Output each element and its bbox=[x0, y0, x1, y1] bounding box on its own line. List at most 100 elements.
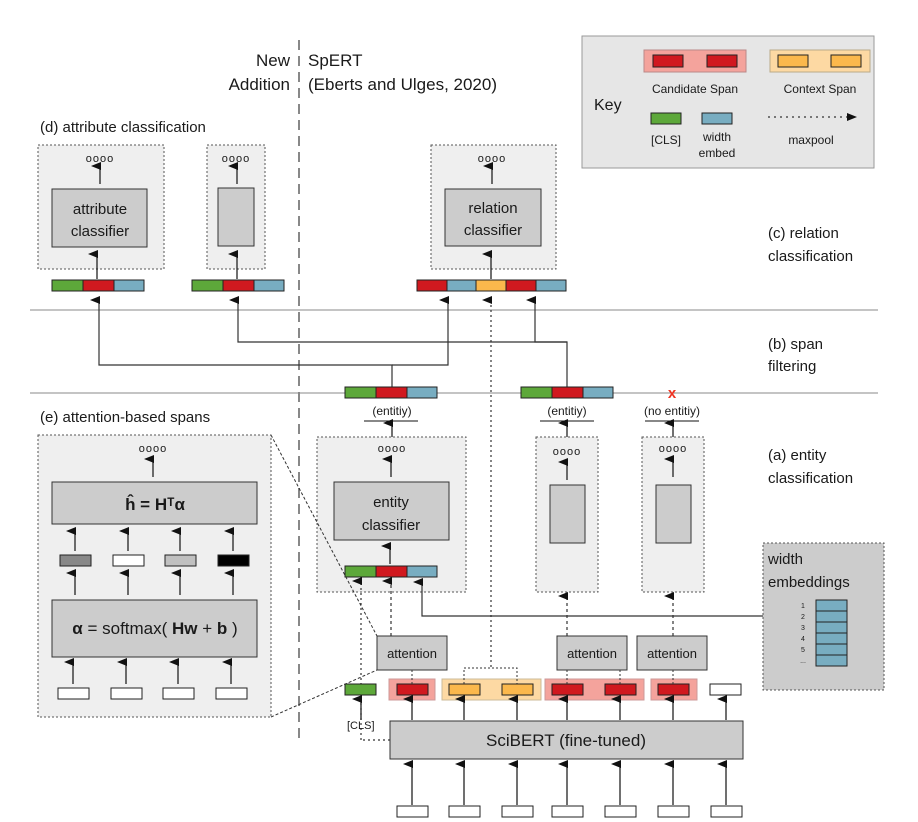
width-embedding-index: 4 bbox=[801, 636, 805, 643]
output-dots: oooo bbox=[659, 443, 687, 455]
entity-label-3: (no entitiy) bbox=[644, 404, 700, 418]
key-cls-label: [CLS] bbox=[651, 133, 681, 147]
key-width-swatch bbox=[701, 112, 733, 125]
candidate-token bbox=[396, 683, 429, 696]
input-token bbox=[162, 687, 195, 700]
section-b-label-1: (b) span bbox=[768, 336, 823, 353]
section-d-label: (d) attribute classification bbox=[40, 119, 206, 136]
cls-token bbox=[344, 683, 377, 696]
weight-token bbox=[112, 554, 145, 567]
candidate-token bbox=[604, 683, 637, 696]
key-maxpool-label: maxpool bbox=[788, 133, 833, 147]
sciBERT-arrows bbox=[352, 695, 727, 805]
width-embedding-index: 1 bbox=[801, 603, 805, 610]
formula-close: ) bbox=[227, 619, 237, 638]
key-legend: Key Candidate Span Context Span [CLS] wi… bbox=[581, 35, 875, 169]
key-candidate-token bbox=[652, 54, 684, 68]
weight-token bbox=[59, 554, 92, 567]
relation-classifier-panel: oooo relation classifier bbox=[430, 144, 557, 279]
plain-token bbox=[709, 683, 742, 696]
width-embedding-row bbox=[815, 632, 848, 645]
width-embedding-row bbox=[815, 599, 848, 612]
alpha-box bbox=[51, 599, 258, 658]
formula-softmax: = softmax( bbox=[83, 619, 172, 638]
entity-label-2: (entitiy) bbox=[547, 404, 586, 418]
attention-label-2: attention bbox=[567, 646, 617, 661]
width-embedding-index: 2 bbox=[801, 614, 805, 621]
attention-spans-panel: oooo ĥ = Hᵀα α = softmax( Hw + b ) bbox=[37, 434, 272, 718]
h-hat-box bbox=[51, 481, 258, 525]
relation-classifier-label-1: relation bbox=[468, 200, 517, 217]
zoom-line-bottom bbox=[270, 669, 378, 718]
input-tokens bbox=[396, 805, 743, 818]
new-addition-label-2: Addition bbox=[229, 75, 290, 94]
entity-classifier-label-2: classifier bbox=[362, 517, 420, 534]
width-embeddings-title-1: width bbox=[767, 551, 803, 568]
key-width-label-1: width bbox=[702, 130, 731, 144]
candidate-token bbox=[657, 683, 690, 696]
width-embedding-index: ... bbox=[800, 658, 806, 665]
entity-classifier-panel-3: oooo bbox=[641, 419, 705, 593]
weight-arrows bbox=[66, 569, 234, 595]
new-addition-label-1: New bbox=[256, 51, 291, 70]
output-dots: oooo bbox=[553, 446, 581, 458]
width-embedding-row bbox=[815, 643, 848, 656]
key-context-token bbox=[830, 54, 862, 68]
entity-classifier-label-1: entity bbox=[373, 494, 409, 511]
attribute-classifier-label-2: classifier bbox=[71, 223, 129, 240]
entity-input-vector bbox=[344, 565, 438, 578]
input-token bbox=[448, 805, 481, 818]
h-hat-formula: ĥ = Hᵀα bbox=[125, 494, 185, 514]
attribute-classifier-label-1: attribute bbox=[73, 201, 127, 218]
entity-classifier-box-small bbox=[549, 484, 586, 544]
output-dots: oooo bbox=[478, 153, 506, 165]
width-embedding-index: 3 bbox=[801, 625, 805, 632]
width-embedding-row bbox=[815, 610, 848, 623]
zoom-line-top bbox=[270, 434, 378, 637]
key-context-label: Context Span bbox=[784, 82, 857, 96]
input-token bbox=[657, 805, 690, 818]
context-token bbox=[448, 683, 481, 696]
attention-box-1 bbox=[376, 635, 448, 671]
section-e-label: (e) attention-based spans bbox=[40, 409, 210, 426]
entity-classifier-panel-2: oooo bbox=[535, 419, 599, 593]
sciBERT-label: SciBERT (fine-tuned) bbox=[486, 731, 646, 750]
key-context-token bbox=[777, 54, 809, 68]
key-title: Key bbox=[594, 97, 622, 114]
relation-input-vector bbox=[416, 279, 567, 292]
width-embedding-rows: 1 2 3 4 5... bbox=[800, 599, 848, 667]
width-embedding-connection bbox=[421, 582, 763, 617]
weight-arrows bbox=[66, 527, 234, 551]
key-cls-swatch bbox=[650, 112, 682, 125]
input-token bbox=[110, 687, 143, 700]
attribute-input-vector-2 bbox=[191, 279, 285, 292]
section-c-label-2: classification bbox=[768, 248, 853, 265]
input-token bbox=[215, 687, 248, 700]
width-embedding-index: 5 bbox=[801, 647, 805, 654]
entity-output-vector-1 bbox=[344, 386, 438, 399]
context-token bbox=[501, 683, 534, 696]
output-dots: oooo bbox=[139, 443, 167, 455]
relation-classifier-box bbox=[444, 188, 542, 247]
width-embeddings-panel: width embeddings 12345... bbox=[762, 542, 885, 691]
weight-token bbox=[217, 554, 250, 567]
width-embedding-row bbox=[815, 621, 848, 634]
section-c-label-1: (c) relation bbox=[768, 225, 839, 242]
width-embedding-row bbox=[815, 654, 848, 667]
entity-label-1: (entitiy) bbox=[372, 404, 411, 418]
attribute-classifier-panel: oooo attribute classifier bbox=[37, 144, 165, 279]
key-candidate-token bbox=[706, 54, 738, 68]
output-dots: oooo bbox=[86, 153, 114, 165]
token-attention-connectors bbox=[411, 667, 674, 684]
relation-classifier-label-2: classifier bbox=[464, 222, 522, 239]
alpha-symbol: α bbox=[72, 619, 83, 638]
output-dots: oooo bbox=[222, 153, 250, 165]
key-candidate-label: Candidate Span bbox=[652, 82, 738, 96]
cls-label: [CLS] bbox=[347, 720, 375, 732]
attribute-classifier-box-small bbox=[217, 187, 255, 247]
weight-token bbox=[164, 554, 197, 567]
section-a-label-1: (a) entity bbox=[768, 447, 827, 464]
input-token bbox=[551, 805, 584, 818]
section-b-label-2: filtering bbox=[768, 358, 816, 375]
